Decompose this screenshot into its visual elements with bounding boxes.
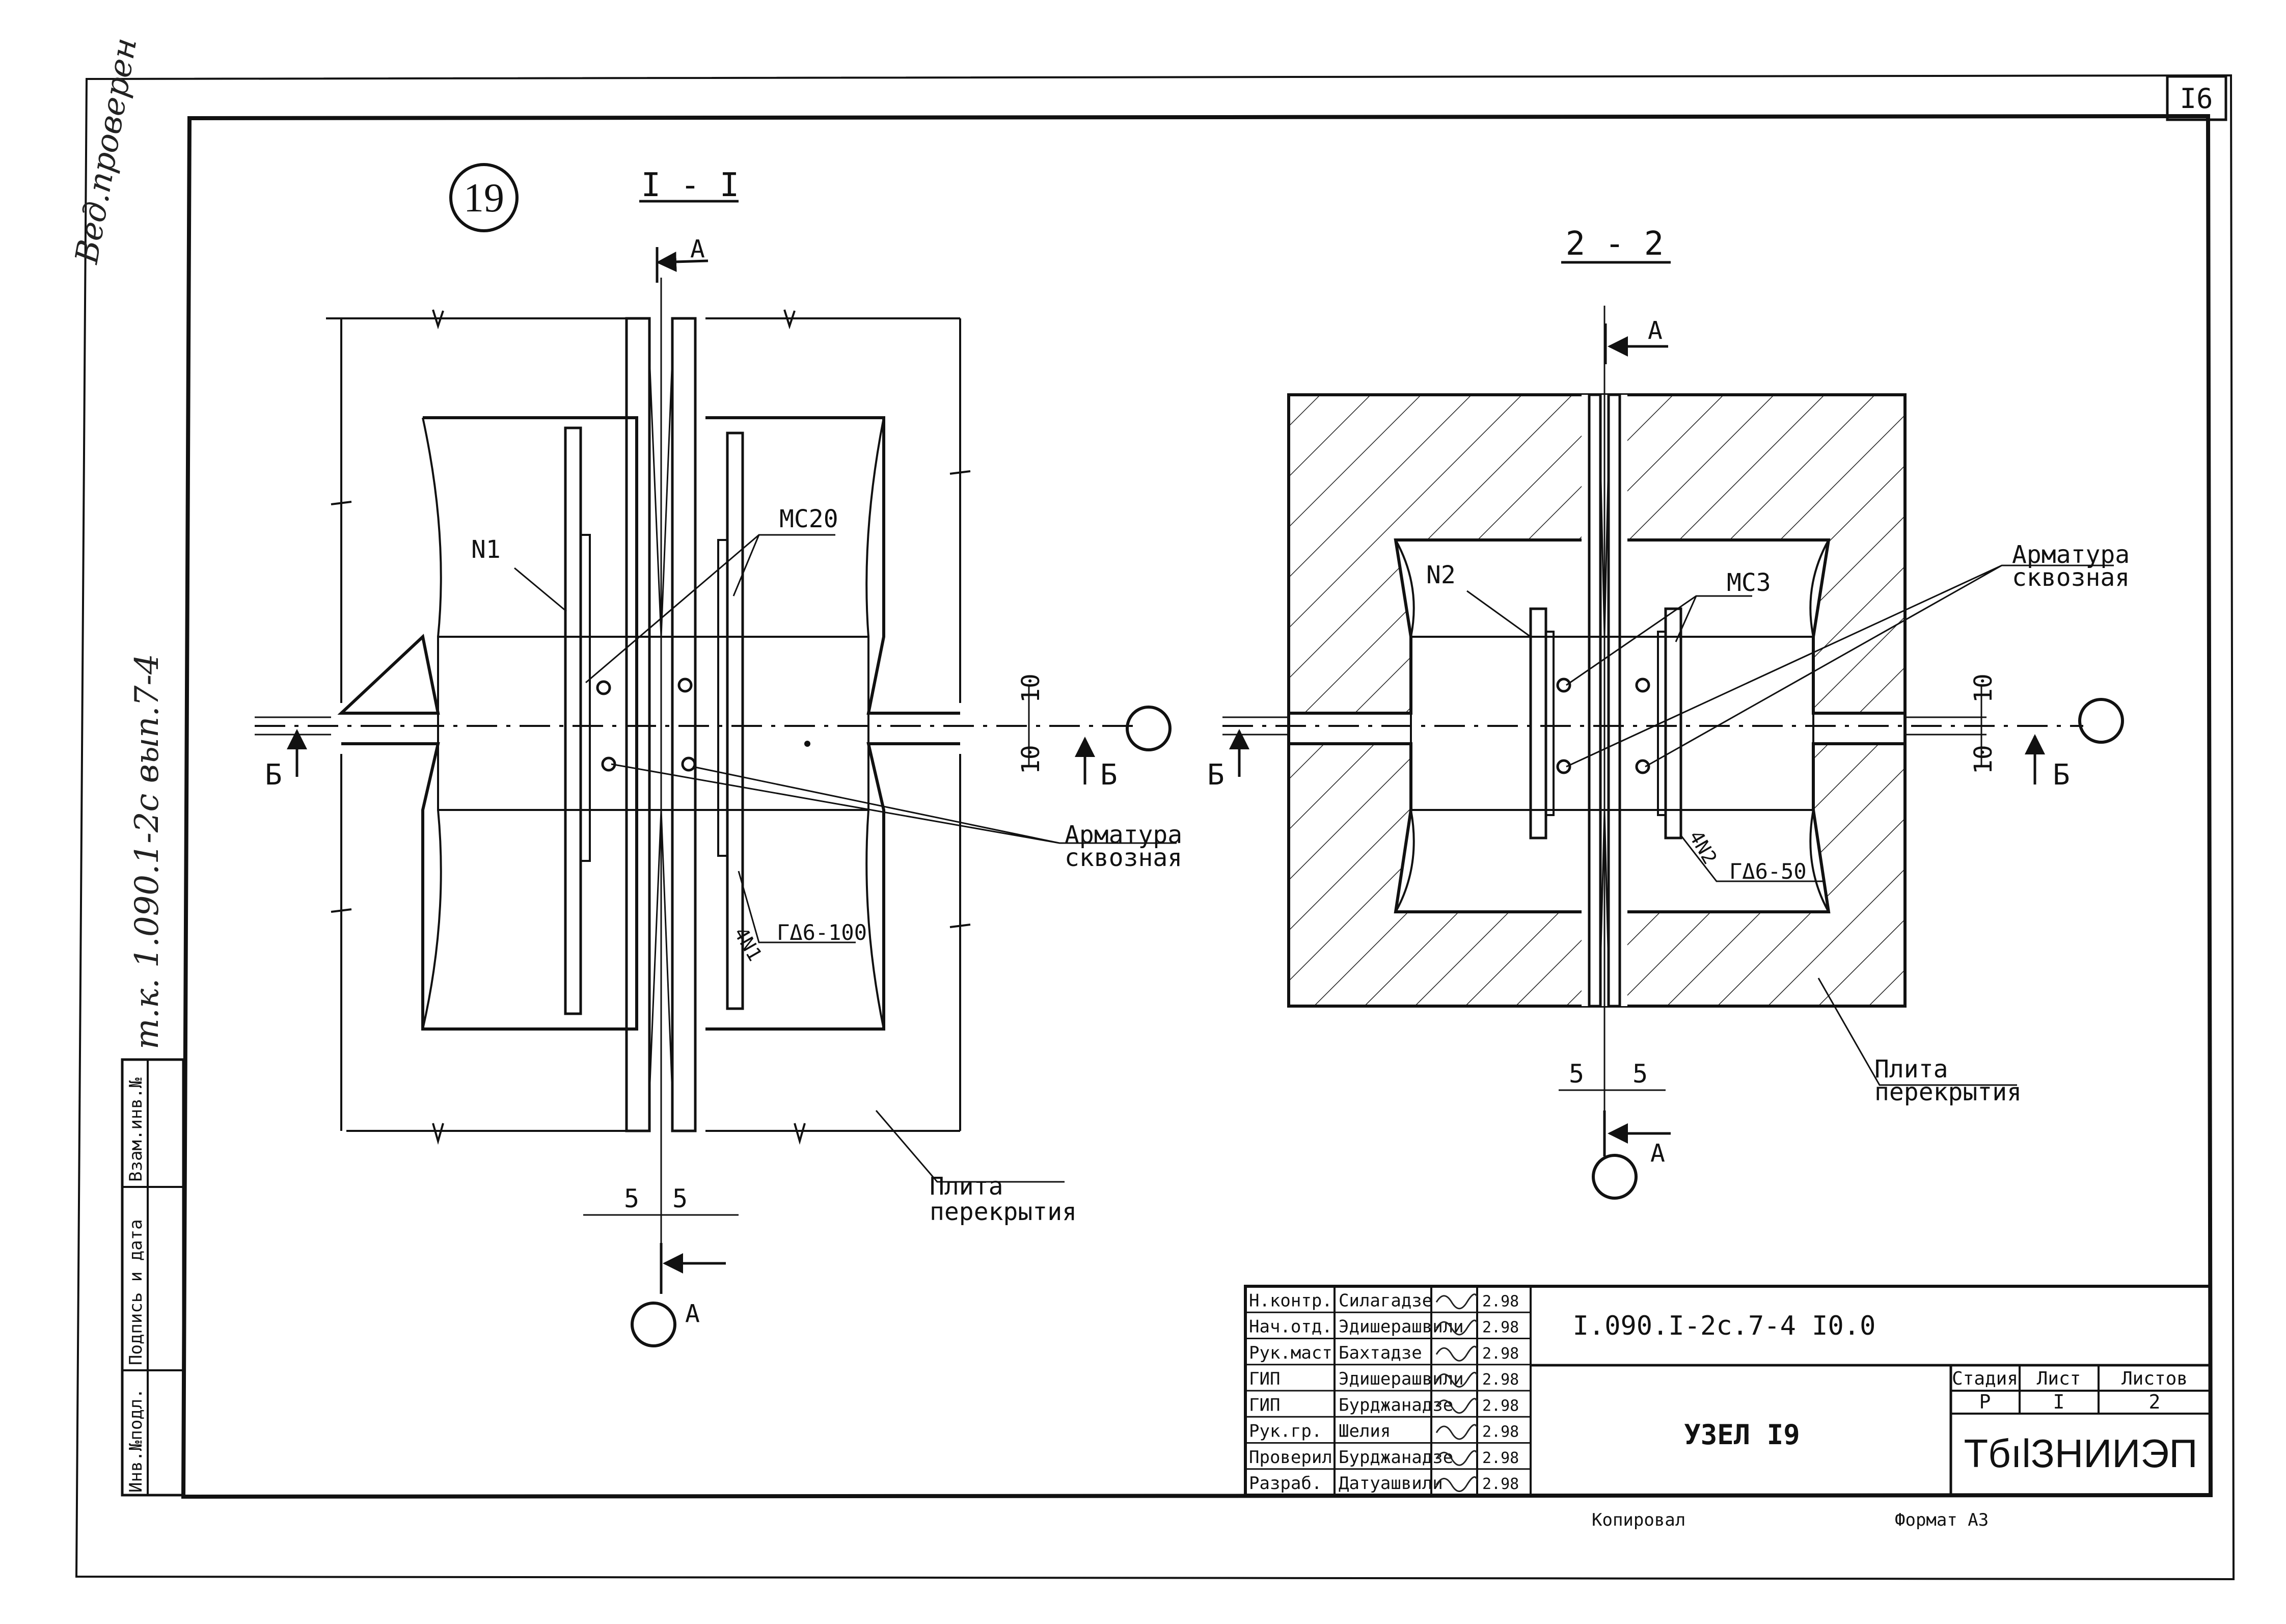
s2-dim-gap-bottom: 10 xyxy=(1969,745,1998,774)
s2-label-slab-2: перекрытия xyxy=(1874,1078,2022,1106)
s2-cut-b-left: Б xyxy=(1207,759,1224,792)
s1-label-n1: N1 xyxy=(471,535,501,564)
tb-row-date: 2.98 xyxy=(1482,1475,1519,1493)
tb-row-signature xyxy=(1435,1345,1478,1362)
org-name: ТбılЗНИИЭП xyxy=(1964,1431,2197,1476)
sheet-number: I6 xyxy=(2180,83,2213,115)
tb-row-date: 2.98 xyxy=(1482,1423,1519,1441)
tb-row-signature xyxy=(1435,1398,1478,1414)
tb-row-date: 2.98 xyxy=(1482,1449,1519,1467)
tb-row-name: Бахтадзе xyxy=(1339,1343,1422,1363)
sheet-value: I xyxy=(2053,1391,2065,1413)
node-number-circle xyxy=(449,163,519,232)
s1-weld-count: 4N1 xyxy=(729,924,766,965)
section-2-title: 2 - 2 xyxy=(1566,225,1664,263)
tb-row-date: 2.98 xyxy=(1482,1292,1519,1310)
drawing-title: УЗЕЛ I9 xyxy=(1684,1419,1800,1451)
tb-row-name: Силагадзе xyxy=(1339,1290,1432,1311)
s1-label-mc: МС20 xyxy=(779,505,838,533)
tb-row-date: 2.98 xyxy=(1482,1397,1519,1415)
sheets-value: 2 xyxy=(2149,1391,2161,1413)
tb-row-date: 2.98 xyxy=(1482,1371,1519,1389)
s1-label-rebar-2: сквозная xyxy=(1065,844,1182,872)
tb-row-role: Рук.маст xyxy=(1249,1343,1332,1363)
section-1-title: I - I xyxy=(641,167,740,204)
format-label: Формат А3 xyxy=(1895,1510,1989,1530)
s2-cut-b-right: Б xyxy=(2053,759,2070,792)
copied-label: Копировал xyxy=(1592,1510,1685,1530)
s2-cut-a-top: А xyxy=(1648,316,1663,345)
tb-row-name: Шелия xyxy=(1339,1421,1391,1442)
s1-dim-bottom-left: 5 xyxy=(624,1184,639,1213)
tb-row-name: Бурджанадзе xyxy=(1339,1395,1453,1415)
s2-dim-bottom-right: 5 xyxy=(1632,1059,1648,1089)
s1-dim-gap-top: 10 xyxy=(1017,673,1045,703)
s1-cut-b-left: Б xyxy=(265,759,282,792)
sheets-header: Листов xyxy=(2121,1368,2188,1389)
tb-row-name: Бурджанадзе xyxy=(1339,1447,1453,1468)
s1-cut-b-right: Б xyxy=(1100,759,1118,792)
tb-row-signature xyxy=(1435,1476,1478,1492)
stage-header: Стадия xyxy=(1952,1368,2018,1389)
tb-row-signature xyxy=(1435,1371,1478,1388)
sheet-number-box: I6 xyxy=(2166,75,2227,121)
s1-label-slab-2: перекрытия xyxy=(930,1198,1077,1226)
s2-dim-bottom-left: 5 xyxy=(1569,1059,1584,1089)
tb-row-signature xyxy=(1435,1293,1478,1310)
tb-row-date: 2.98 xyxy=(1482,1319,1519,1337)
tb-row-name: Эдишерашвили xyxy=(1339,1317,1464,1337)
tb-row-name: Датуашвили xyxy=(1339,1473,1443,1494)
s1-label-slab-1: Плита xyxy=(930,1172,1003,1201)
s1-label-rebar-1: Арматура xyxy=(1065,821,1182,849)
s2-label-n2: N2 xyxy=(1426,561,1456,589)
tb-row-signature xyxy=(1435,1319,1478,1336)
s2-weld-count: 4N2 xyxy=(1684,827,1721,868)
sheet-header: Лист xyxy=(2037,1368,2081,1389)
tb-row-role: Проверил xyxy=(1249,1447,1332,1468)
side-stamp: т.к. 1.090.1-2с вып.7-4 xyxy=(128,654,166,1049)
s1-dim-gap-bottom: 10 xyxy=(1017,745,1045,774)
s2-label-mc: МС3 xyxy=(1727,569,1771,597)
side-stamp-boxes: Инв.№подл. Подпись и дата Взам.инв.№ xyxy=(121,1058,185,1497)
section-2-2: 2 - 2 Б Б А А xyxy=(1207,225,2130,1200)
tb-row-role: Н.контр. xyxy=(1249,1290,1332,1311)
tb-row-role: Нач.отд. xyxy=(1249,1317,1332,1337)
side-box-replace: Взам.инв.№ xyxy=(126,1077,146,1182)
doc-code: I.090.I-2с.7-4 I0.0 xyxy=(1573,1311,1876,1341)
corner-scrawl: Вед.проверен xyxy=(68,35,144,267)
s1-cut-a-top: А xyxy=(690,235,705,263)
s1-label-weld: ГΔ6-100 xyxy=(777,920,867,945)
tb-row-signature xyxy=(1435,1424,1478,1440)
tb-row-role: ГИП xyxy=(1249,1395,1280,1415)
tb-row-name: Эдишерашвили xyxy=(1339,1369,1464,1389)
s2-dim-gap-top: 10 xyxy=(1969,673,1998,703)
tb-row-role: ГИП xyxy=(1249,1369,1280,1389)
node-number: 19 xyxy=(464,176,504,221)
tb-row-signature xyxy=(1435,1450,1478,1466)
tb-row-role: Разраб. xyxy=(1249,1473,1322,1494)
tb-row-date: 2.98 xyxy=(1482,1345,1519,1363)
s2-label-rebar-1: Арматура xyxy=(2012,540,2130,569)
s2-label-weld: ГΔ6-50 xyxy=(1729,859,1807,884)
s2-cut-a-bottom: А xyxy=(1650,1139,1665,1168)
outer-frame xyxy=(75,74,2235,1581)
s2-label-rebar-2: сквозная xyxy=(2012,563,2130,592)
s1-cut-a-bottom: А xyxy=(685,1300,700,1328)
tb-row-role: Рук.гр. xyxy=(1249,1421,1322,1442)
section-1-1: 19 I - I xyxy=(255,163,1182,1347)
side-box-inv: Инв.№подл. xyxy=(126,1388,146,1493)
s2-label-slab-1: Плита xyxy=(1874,1055,1948,1084)
s1-dim-bottom-right: 5 xyxy=(672,1184,688,1213)
stage-value: Р xyxy=(1979,1391,1991,1413)
side-box-sign: Подпись и дата xyxy=(126,1219,146,1365)
